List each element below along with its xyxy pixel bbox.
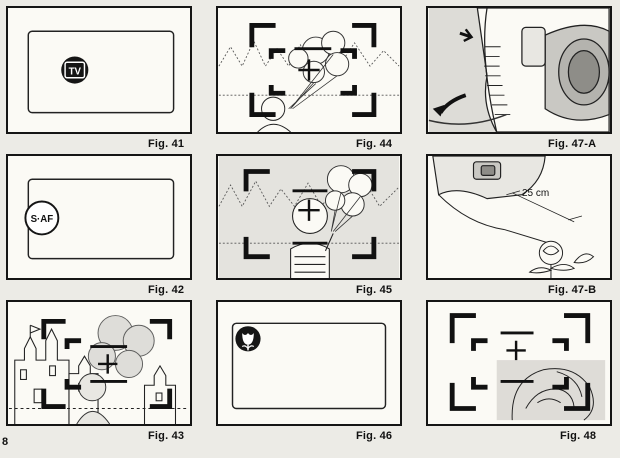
figure-42-panel: S·AF <box>6 154 192 280</box>
figure-45-caption: Fig. 45 <box>356 284 393 296</box>
figure-43-panel <box>6 300 192 426</box>
figure-46-panel <box>216 300 402 426</box>
figure-48-panel <box>426 300 612 426</box>
figure-47a-caption: Fig. 47-A <box>548 138 597 150</box>
tv-badge-label: TV <box>69 66 82 77</box>
saf-badge-label: S·AF <box>31 214 54 225</box>
saf-badge-icon <box>24 200 60 236</box>
figure-47a-panel <box>426 6 612 134</box>
figure-44-panel <box>216 6 402 134</box>
balloon-kid-scene-small-frame <box>218 23 400 132</box>
camera-lens-dial-illustration <box>428 8 610 132</box>
balloon-kid-scene-large-frame <box>218 156 400 278</box>
camera-rose-distance-illustration <box>432 156 595 278</box>
viewfinder-tv-display: TV <box>27 30 175 114</box>
tv-badge-icon <box>61 56 89 84</box>
figure-43-caption: Fig. 43 <box>148 430 185 442</box>
figure-47b-caption: Fig. 47-B <box>548 284 597 296</box>
figure-41-panel: TV <box>6 6 192 134</box>
castle-balloon-scene <box>8 315 190 424</box>
figure-45-panel <box>216 154 402 280</box>
figure-46-caption: Fig. 46 <box>356 430 393 442</box>
rose-macro-viewfinder-scene <box>449 313 606 421</box>
figure-42-caption: Fig. 42 <box>148 284 185 296</box>
page-number: 8 <box>2 436 9 448</box>
viewfinder-saf-display: S·AF <box>24 178 175 260</box>
figure-48-caption: Fig. 48 <box>560 430 597 442</box>
distance-label: 25 cm <box>522 188 550 199</box>
viewfinder-macro-display <box>231 322 387 410</box>
figure-47b-panel: 25 cm <box>426 154 612 280</box>
rose-icon <box>528 240 595 278</box>
macro-flower-icon <box>235 326 261 352</box>
figure-41-caption: Fig. 41 <box>148 138 185 150</box>
figure-44-caption: Fig. 44 <box>356 138 393 150</box>
